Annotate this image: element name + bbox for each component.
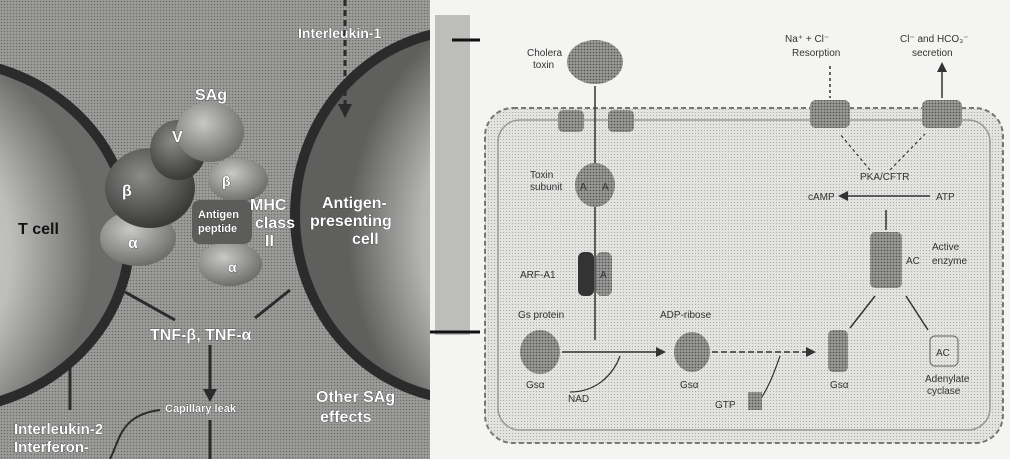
arf-a1-small: A <box>600 270 607 281</box>
subunit-a-right: A <box>602 182 609 193</box>
inactive-ac-label-1: Adenylate <box>925 374 970 385</box>
camp-label: cAMP <box>808 192 835 203</box>
nad-label: NAD <box>568 394 589 405</box>
superantigen-diagram: Interleukin-1 SAg V β α β α Antigen pept… <box>0 0 430 459</box>
mhc-beta-label: β <box>222 173 231 189</box>
arf-half-dark <box>578 252 594 296</box>
gs-alpha-label: Gsα <box>526 380 545 391</box>
alpha-label: α <box>128 235 138 252</box>
membrane-receptor-left <box>558 110 584 132</box>
sag-label: SAg <box>195 87 227 104</box>
membrane-receptor-right <box>608 110 634 132</box>
interleukin1-label: Interleukin-1 <box>298 25 381 41</box>
cholera-toxin-label-1: Cholera <box>527 48 562 59</box>
antigen-peptide-groove <box>192 200 252 244</box>
active-ac-label: AC <box>906 256 920 267</box>
antigen-peptide-label-1: Antigen <box>198 209 239 221</box>
atp-label: ATP <box>936 192 955 203</box>
v-label: V <box>172 129 183 146</box>
secretion-arrowhead <box>937 62 947 72</box>
gs-mid-label: Gsα <box>680 380 699 391</box>
resorption-label-2: Resorption <box>792 48 840 59</box>
subunit-label-1: Toxin <box>530 170 553 181</box>
subunit-a-left: A <box>580 182 587 193</box>
secretion-channel <box>922 100 962 128</box>
gtp-shape <box>748 392 762 410</box>
gs-right-shape <box>828 330 848 372</box>
apc-label-1: Antigen- <box>322 195 387 212</box>
il2-label-1: Interleukin-2 <box>14 421 103 438</box>
secretion-label-1: Cl⁻ and HCO₃⁻ <box>900 34 969 45</box>
subunit-label-2: subunit <box>530 182 562 193</box>
secretion-label-2: secretion <box>912 48 953 59</box>
resorption-label-1: Na⁺ + Cl⁻ <box>785 34 829 45</box>
other-sag-label-2: effects <box>320 409 372 426</box>
inactive-ac-small: AC <box>936 348 950 359</box>
epithelial-cell <box>485 108 1003 443</box>
left-scale-bar <box>435 15 470 335</box>
gs-protein-shape <box>520 330 560 374</box>
adp-ribose-label: ADP-ribose <box>660 310 712 321</box>
t-cell-label: T cell <box>18 221 59 238</box>
ribosylated-gs-shape <box>674 332 710 372</box>
mhc-label-3: II <box>265 233 274 250</box>
mhc-label-2: class <box>255 215 295 232</box>
cholera-toxin-label-2: toxin <box>533 60 554 71</box>
tnf-label: TNF-β, TNF-α <box>150 327 252 344</box>
gtp-label: GTP <box>715 400 736 411</box>
superantigen-figure: Interleukin-1 SAg V β α β α Antigen pept… <box>0 0 430 459</box>
mhc-beta-chain <box>208 158 268 202</box>
pka-label: PKA/CFTR <box>860 172 909 183</box>
active-enzyme-label-1: Active <box>932 242 960 253</box>
gs-protein-label: Gs protein <box>518 310 564 321</box>
gs-right-label: Gsα <box>830 380 849 391</box>
resorption-channel <box>810 100 850 128</box>
cholera-toxin-figure: Cholera toxin Na⁺ + Cl⁻ Resorption Cl⁻ a… <box>430 0 1010 459</box>
cholera-toxin-icon <box>567 40 623 84</box>
antigen-peptide-label-2: peptide <box>198 223 237 235</box>
active-enzyme-label-2: enzyme <box>932 256 967 267</box>
sag-molecule <box>176 102 244 162</box>
mhc-label-1: MHC <box>250 197 287 214</box>
il2-label-2: Interferon- <box>14 439 89 456</box>
capillary-leak-label: Capillary leak <box>165 403 237 415</box>
mhc-alpha-label: α <box>228 259 237 275</box>
other-sag-label-1: Other SAg <box>316 389 395 406</box>
apc-label-3: cell <box>352 231 379 248</box>
cholera-toxin-diagram: Cholera toxin Na⁺ + Cl⁻ Resorption Cl⁻ a… <box>430 0 1010 459</box>
arf-label: ARF-A1 <box>520 270 556 281</box>
inactive-ac-label-2: cyclase <box>927 386 961 397</box>
apc-label-2: presenting <box>310 213 392 230</box>
beta-label: β <box>122 183 132 200</box>
active-ac-shape <box>870 232 902 288</box>
